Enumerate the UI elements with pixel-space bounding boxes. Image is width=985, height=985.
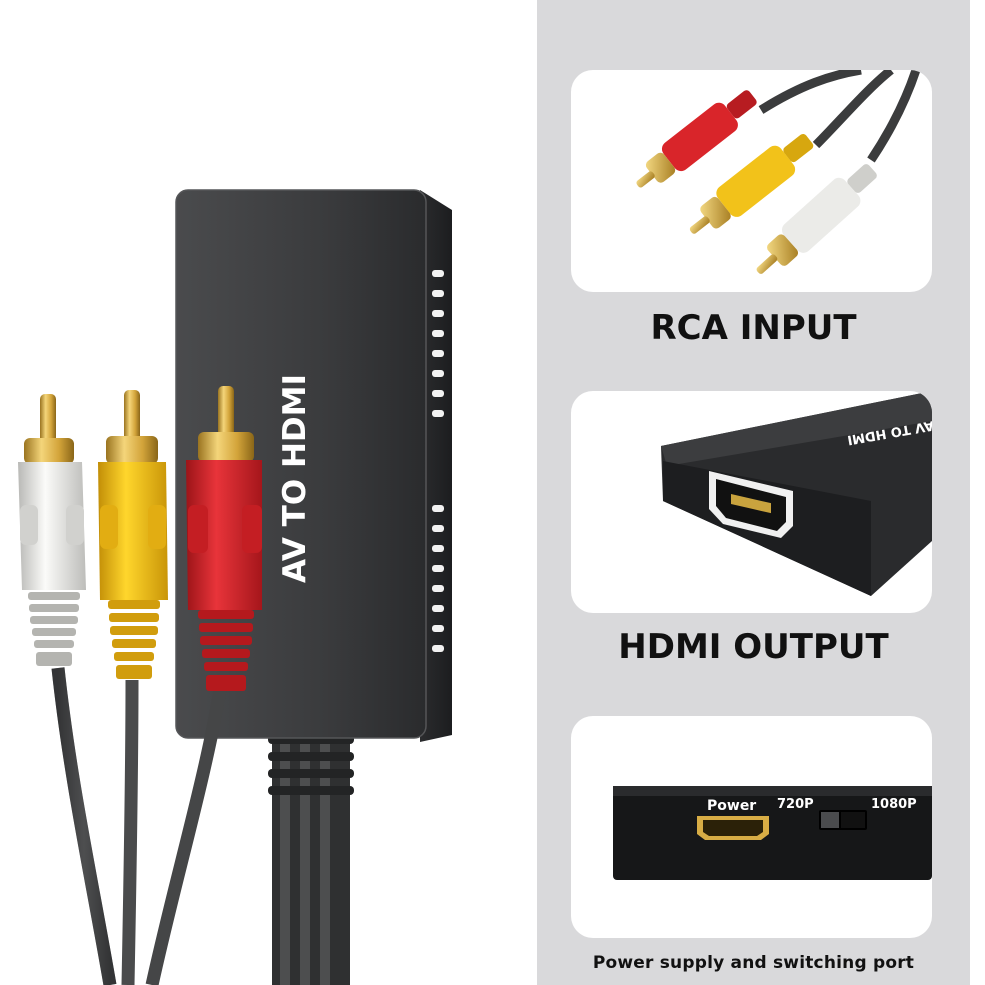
power-switch-caption: Power supply and switching port bbox=[592, 953, 915, 973]
device-label: AV TO HDMI bbox=[277, 374, 313, 583]
white-rca-plug bbox=[18, 394, 86, 666]
mode-720-label: 720P bbox=[777, 797, 814, 812]
cable-bundle bbox=[268, 725, 354, 985]
feature-panel: RCA INPUT AV TO HDMI HDMI OUTPUT Power 7… bbox=[537, 0, 970, 985]
power-switch-closeup: Power 720P 1080P bbox=[613, 786, 932, 880]
mode-1080-label: 1080P bbox=[871, 797, 917, 812]
power-switch-image: Power 720P 1080P bbox=[571, 716, 932, 938]
rca-input-image bbox=[571, 70, 932, 292]
product-photo: AV TO HDMI bbox=[18, 189, 452, 985]
resolution-switch bbox=[819, 810, 867, 830]
hdmi-port bbox=[709, 471, 793, 538]
yellow-rca-plug bbox=[98, 390, 168, 679]
rca-input-caption: RCA INPUT bbox=[650, 308, 857, 348]
hdmi-output-image: AV TO HDMI bbox=[571, 391, 932, 613]
hdmi-port-closeup: AV TO HDMI bbox=[661, 391, 932, 596]
vent-slots bbox=[432, 270, 444, 652]
rca-plugs-closeup bbox=[636, 70, 921, 274]
power-port bbox=[697, 816, 769, 840]
hdmi-output-caption: HDMI OUTPUT bbox=[618, 627, 889, 667]
red-rca-plug bbox=[186, 386, 262, 691]
rca-cables bbox=[51, 667, 227, 985]
power-port-label: Power bbox=[707, 798, 756, 814]
